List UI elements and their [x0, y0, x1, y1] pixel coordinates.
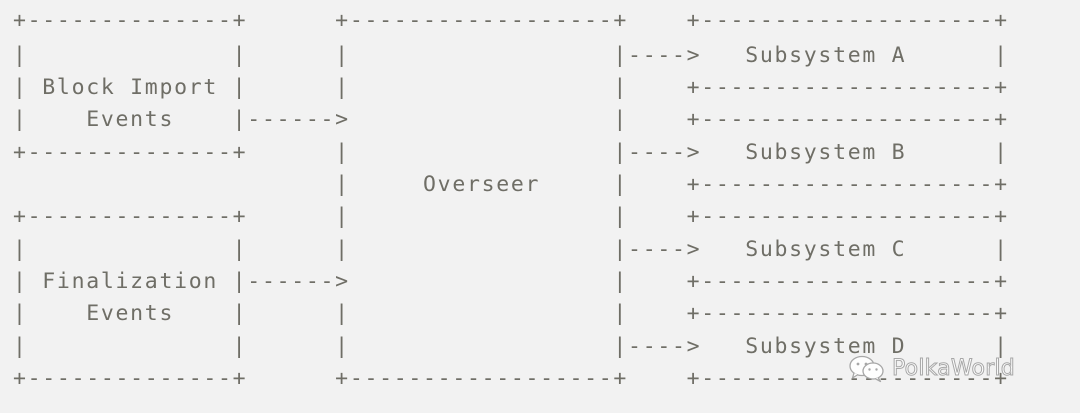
diagram-line: | | | |----> Subsystem D |: [13, 334, 1009, 359]
wechat-icon: [847, 353, 887, 383]
diagram-line: +--------------+ +------------------+ +-…: [13, 8, 1009, 33]
diagram-line: | Events | | | +--------------------+: [13, 301, 1009, 326]
diagram-line: | | | |----> Subsystem C |: [13, 237, 1009, 262]
diagram-line: | Finalization |------> | +-------------…: [13, 269, 1009, 294]
diagram-line: | Overseer | +--------------------+: [13, 172, 1009, 197]
diagram-line: +--------------+ | | +------------------…: [13, 204, 1009, 229]
watermark: PolkaWorld: [847, 353, 1015, 383]
diagram-line: | | | |----> Subsystem A |: [13, 43, 1009, 68]
diagram-line: | Block Import | | | +------------------…: [13, 75, 1009, 100]
diagram-line: | Events |------> | +-------------------…: [13, 107, 1009, 132]
watermark-text: PolkaWorld: [892, 355, 1016, 381]
diagram-line: +--------------+ | |----> Subsystem B |: [13, 140, 1009, 165]
diagram-line: +--------------+ +------------------+ +-…: [13, 366, 1009, 391]
